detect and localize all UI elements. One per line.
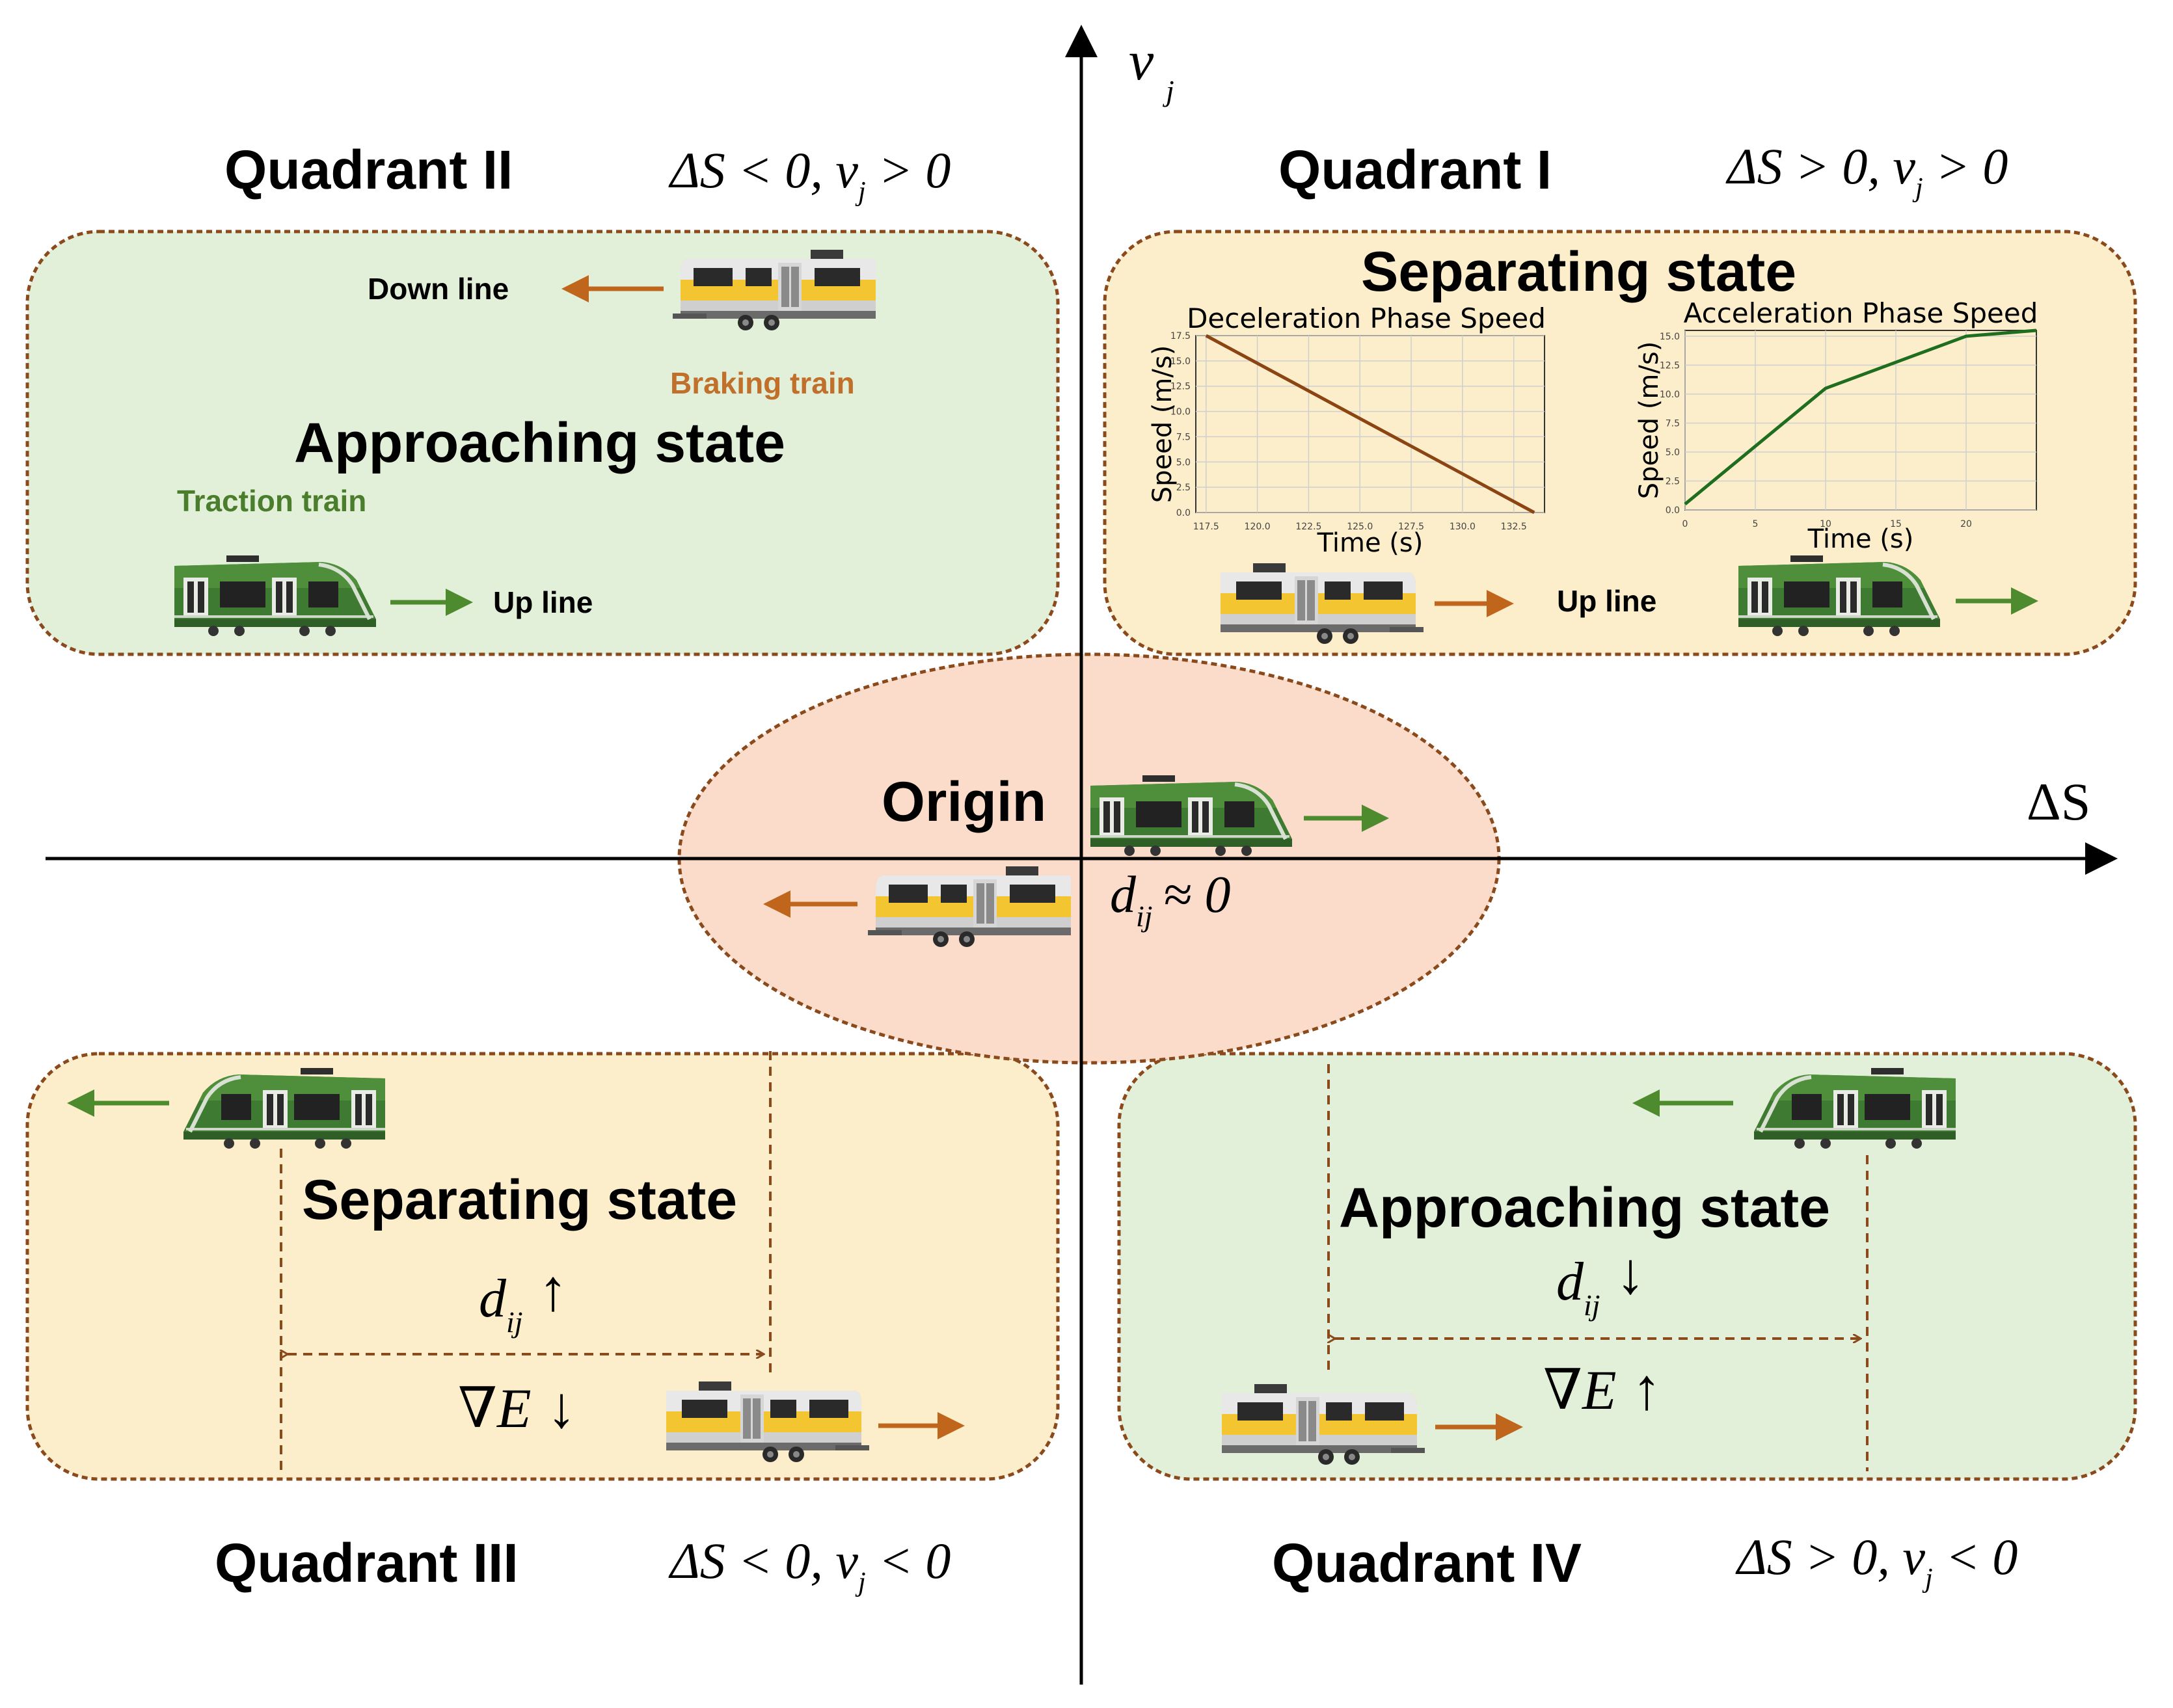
quadrant-3-state: Separating state: [302, 1169, 737, 1231]
y-axis-label-sub: j: [1163, 74, 1174, 107]
quadrant-2-condition: ΔS < 0, vj > 0: [668, 142, 951, 207]
chart-y-tick-label: 7.5: [1176, 432, 1191, 442]
chart-y-tick-label: 5.0: [1666, 447, 1680, 458]
quadrant-2-title: Quadrant II: [224, 139, 513, 200]
chart-y-tick-label: 0.0: [1666, 505, 1680, 516]
chart-2-y-ticks: 0.0 2.5 5.0 7.5 10.0 12.5 15.0: [1660, 332, 1680, 516]
quadrant-1-box: [1103, 230, 2137, 656]
quadrant-1-title: Quadrant I: [1278, 139, 1552, 200]
chart-2-xlabel: Time (s): [1807, 524, 1914, 554]
braking-train-icon: [673, 250, 876, 330]
origin-yellow-train-icon: [868, 866, 1071, 947]
chart-1-series-line: [1205, 334, 1535, 514]
deceleration-chart: Deceleration Phase Speed 117.5 120.0 122.5…: [1148, 302, 1546, 558]
chart-1-y-ticks: 0.0 2.5 5.0 7.5 10.0 12.5 15.0 17.5: [1170, 331, 1191, 518]
chart-x-tick-label: 0: [1682, 519, 1688, 529]
quadrant-4-state: Approaching state: [1339, 1177, 1830, 1239]
chart-x-tick-label: 10: [1820, 519, 1831, 529]
chart-y-tick-label: 15.0: [1170, 356, 1191, 367]
chart-y-tick-label: 12.5: [1660, 360, 1680, 371]
chart-2-ylabel: Speed (m/s): [1634, 341, 1664, 500]
q4-distance: dij↓: [1556, 1242, 1645, 1322]
chart-1-xlabel: Time (s): [1317, 528, 1424, 558]
q3-distance: dij↑: [479, 1259, 568, 1339]
chart-x-tick-label: 122.5: [1295, 522, 1321, 532]
chart-y-tick-label: 2.5: [1666, 476, 1680, 487]
y-axis-label: v: [1129, 29, 1154, 92]
acceleration-chart: Acceleration Phase Speed 0 5 10 15 20 0.0 2.5…: [1634, 297, 2038, 554]
chart-x-tick-label: 127.5: [1398, 522, 1424, 532]
origin-label: Origin: [882, 771, 1046, 833]
origin-distance: dij≈ 0: [1110, 866, 1230, 933]
q3-gradient: ∇E↓: [458, 1376, 576, 1440]
chart-y-tick-label: 10.0: [1660, 390, 1680, 400]
chart-x-tick-label: 132.5: [1501, 522, 1527, 532]
chart-2-series-line: [1684, 328, 2037, 506]
quadrant-4-box: [1117, 1052, 2137, 1481]
chart-x-tick-label: 20: [1960, 519, 1972, 529]
chart-y-tick-label: 0.0: [1176, 508, 1191, 518]
quadrant-2-box: [25, 230, 1060, 656]
chart-y-tick-label: 12.5: [1170, 382, 1191, 392]
up-line-label: Up line: [493, 585, 593, 619]
chart-y-tick-label: 7.5: [1666, 418, 1680, 429]
chart-1-title: Deceleration Phase Speed: [1187, 302, 1546, 334]
chart-y-tick-label: 15.0: [1660, 332, 1680, 342]
chart-y-tick-label: 2.5: [1176, 483, 1191, 493]
chart-x-tick-label: 125.0: [1347, 522, 1373, 532]
chart-2-x-ticks: 0 5 10 15 20: [1682, 519, 1972, 529]
quadrant-3-condition: ΔS < 0, vj < 0: [668, 1532, 951, 1597]
chart-y-tick-label: 10.0: [1170, 407, 1191, 418]
chart-x-tick-label: 117.5: [1193, 522, 1219, 532]
chart-2-title: Acceleration Phase Speed: [1684, 297, 2038, 329]
q3-yellow-train-icon: [666, 1381, 869, 1462]
quadrant-3-box: [25, 1052, 1060, 1481]
q1-up-line-label: Up line: [1557, 584, 1656, 618]
chart-x-tick-label: 5: [1753, 519, 1759, 529]
chart-y-tick-label: 5.0: [1176, 457, 1191, 468]
chart-1-x-ticks: 117.5 120.0 122.5 125.0 127.5 130.0 132.5: [1193, 522, 1527, 532]
quadrant-1-state: Separating state: [1361, 241, 1796, 303]
traction-train-label: Traction train: [177, 484, 366, 518]
chart-x-tick-label: 120.0: [1245, 522, 1271, 532]
quadrant-1-condition: ΔS > 0, vj > 0: [1725, 138, 2008, 203]
chart-x-tick-label: 130.0: [1450, 522, 1476, 532]
quadrant-4-title: Quadrant IV: [1272, 1532, 1582, 1594]
q4-gradient: ∇E↑: [1543, 1357, 1662, 1422]
down-line-label: Down line: [368, 272, 509, 306]
quadrant-3-title: Quadrant III: [215, 1532, 519, 1594]
quadrant-4-condition: ΔS > 0, vj < 0: [1735, 1528, 2018, 1594]
x-axis-label: ΔS: [2027, 772, 2090, 831]
chart-1-ylabel: Speed (m/s): [1148, 345, 1178, 503]
separating-yellow-train-icon: [1221, 563, 1424, 644]
chart-y-tick-label: 17.5: [1170, 331, 1191, 341]
quadrant-2-state: Approaching state: [294, 412, 785, 474]
chart-x-tick-label: 15: [1890, 519, 1902, 529]
braking-train-label: Braking train: [670, 366, 855, 400]
q4-yellow-train-icon: [1222, 1384, 1425, 1465]
